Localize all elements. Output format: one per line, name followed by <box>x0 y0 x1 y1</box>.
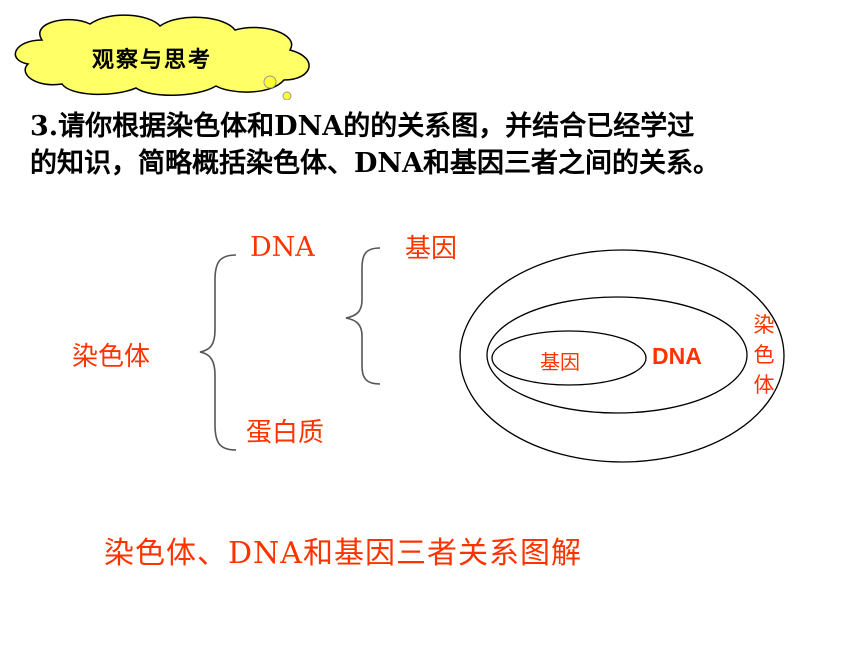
tree-gene-label: 基因 <box>405 234 458 264</box>
ellipse-dna-label: DNA <box>652 343 702 369</box>
ellipse-chromosome-label: 染色体 <box>753 313 775 397</box>
banner-cloud-shape <box>14 14 310 100</box>
outer-ellipse-chromosome <box>459 249 785 463</box>
left-brace-large <box>199 254 237 451</box>
ellipse-gene-label: 基因 <box>540 350 580 374</box>
middle-ellipse-dna <box>486 296 748 414</box>
tree-chromosome-label: 染色体 <box>72 342 151 372</box>
tree-dna-label: DNA <box>250 232 315 263</box>
question-line-2: 的知识，简略概括染色体、DNA和基因三者之间的关系。 <box>30 148 721 179</box>
question-text: 3.请你根据染色体和DNA的的关系图，并结合已经学过 的知识，简略概括染色体、D… <box>30 108 850 182</box>
question-line-1: 3.请你根据染色体和DNA的的关系图，并结合已经学过 <box>30 111 695 142</box>
left-brace-small <box>345 247 381 385</box>
diagram-caption: 染色体、DNA和基因三者关系图解 <box>104 536 582 571</box>
tree-protein-label: 蛋白质 <box>246 418 325 448</box>
banner-title: 观察与思考 <box>91 47 212 73</box>
